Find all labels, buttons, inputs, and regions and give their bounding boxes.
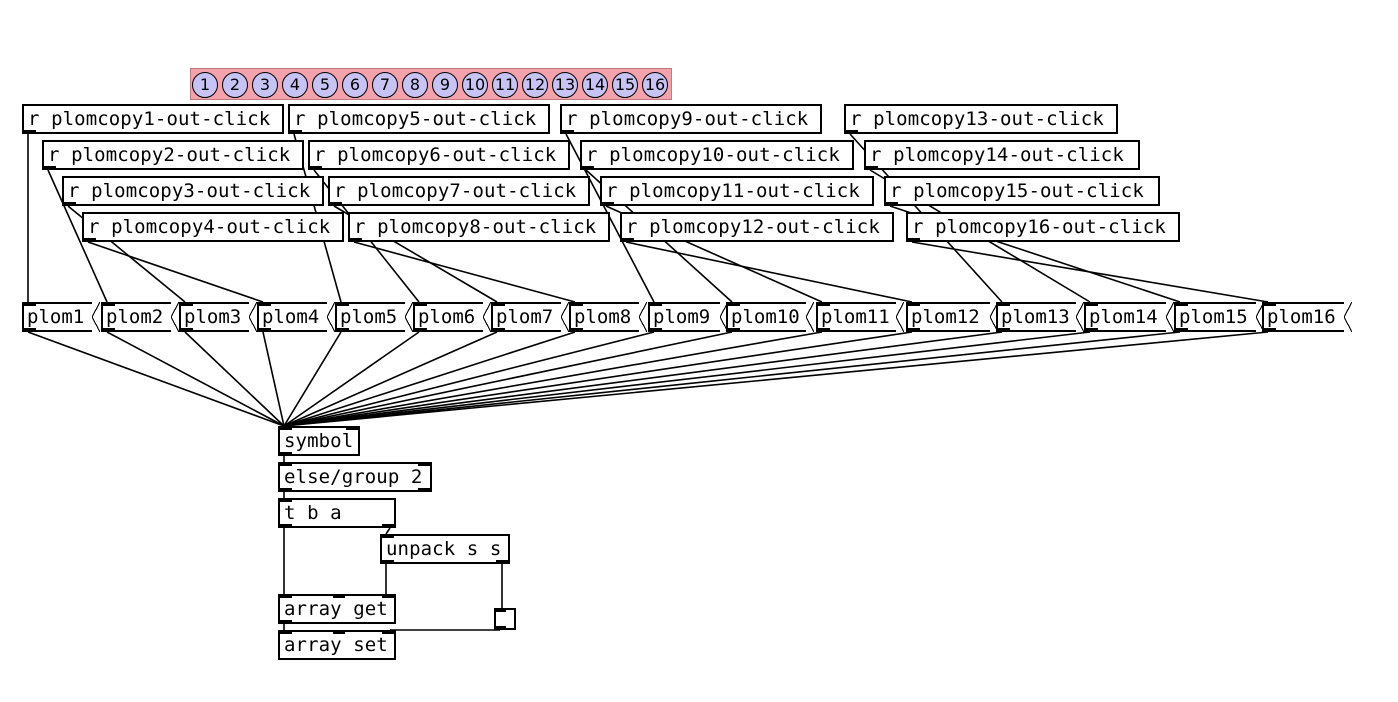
- group-object[interactable]: else/group 2: [278, 462, 432, 492]
- symbol-object-label: symbol: [284, 430, 354, 452]
- receive-object-label: r plomcopy6-out-click: [314, 144, 557, 166]
- radio-cell-6[interactable]: 6: [342, 72, 368, 98]
- array-set-object[interactable]: array set: [278, 630, 396, 660]
- trigger-object[interactable]: t b a: [278, 498, 396, 528]
- message-box-11[interactable]: plom11: [816, 302, 904, 332]
- message-box-3[interactable]: plom3: [179, 302, 257, 332]
- radio-cell-15[interactable]: 15: [612, 72, 638, 98]
- receive-object-label: r plomcopy16-out-click: [912, 216, 1166, 238]
- radio-cell-3[interactable]: 3: [252, 72, 278, 98]
- receive-object-2[interactable]: r plomcopy2-out-click: [42, 140, 304, 170]
- message-box-label: plom1: [27, 306, 85, 328]
- message-box-1[interactable]: plom1: [22, 302, 100, 332]
- receive-object-label: r plomcopy13-out-click: [850, 108, 1104, 130]
- radio-cell-14[interactable]: 14: [582, 72, 608, 98]
- radio-cell-11[interactable]: 11: [492, 72, 518, 98]
- array-get-object-label: array get: [284, 598, 388, 620]
- receive-object-11[interactable]: r plomcopy11-out-click: [600, 176, 874, 206]
- message-box-label: plom11: [821, 306, 890, 328]
- receive-object-14[interactable]: r plomcopy14-out-click: [864, 140, 1140, 170]
- receive-object-label: r plomcopy10-out-click: [586, 144, 840, 166]
- message-box-label: plom4: [262, 306, 320, 328]
- radio-cell-2[interactable]: 2: [222, 72, 248, 98]
- message-box-14[interactable]: plom14: [1084, 302, 1174, 332]
- message-box-7[interactable]: plom7: [491, 302, 569, 332]
- receive-object-label: r plomcopy2-out-click: [48, 144, 291, 166]
- message-box-10[interactable]: plom10: [726, 302, 814, 332]
- message-box-label: plom16: [1267, 306, 1336, 328]
- radio-cell-4[interactable]: 4: [282, 72, 308, 98]
- message-box-label: plom15: [1179, 306, 1248, 328]
- receive-object-label: r plomcopy9-out-click: [566, 108, 809, 130]
- receive-object-label: r plomcopy15-out-click: [890, 180, 1144, 202]
- receive-object-13[interactable]: r plomcopy13-out-click: [844, 104, 1118, 134]
- receive-object-label: r plomcopy1-out-click: [28, 108, 271, 130]
- message-box-label: plom5: [340, 306, 398, 328]
- message-box-6[interactable]: plom6: [413, 302, 491, 332]
- receive-object-label: r plomcopy14-out-click: [870, 144, 1124, 166]
- array-get-object[interactable]: array get: [278, 594, 396, 624]
- receive-object-6[interactable]: r plomcopy6-out-click: [308, 140, 570, 170]
- receive-object-label: r plomcopy8-out-click: [354, 216, 597, 238]
- receive-object-label: r plomcopy12-out-click: [626, 216, 880, 238]
- radio-cell-16[interactable]: 16: [642, 72, 668, 98]
- message-box-label: plom2: [106, 306, 164, 328]
- radio-cell-1[interactable]: 1: [192, 72, 218, 98]
- message-box-4[interactable]: plom4: [257, 302, 335, 332]
- radio-cell-13[interactable]: 13: [552, 72, 578, 98]
- receive-object-3[interactable]: r plomcopy3-out-click: [62, 176, 324, 206]
- receive-object-label: r plomcopy3-out-click: [68, 180, 311, 202]
- message-box-label: plom3: [184, 306, 242, 328]
- message-box-9[interactable]: plom9: [648, 302, 728, 332]
- receive-object-15[interactable]: r plomcopy15-out-click: [884, 176, 1160, 206]
- radio-cell-9[interactable]: 9: [432, 72, 458, 98]
- radio-cell-7[interactable]: 7: [372, 72, 398, 98]
- message-box-8[interactable]: plom8: [569, 302, 647, 332]
- receive-object-16[interactable]: r plomcopy16-out-click: [906, 212, 1180, 242]
- symbol-object[interactable]: symbol: [278, 426, 360, 456]
- receive-object-label: r plomcopy5-out-click: [294, 108, 537, 130]
- message-box-16[interactable]: plom16: [1262, 302, 1352, 332]
- message-box-15[interactable]: plom15: [1174, 302, 1264, 332]
- receive-object-1[interactable]: r plomcopy1-out-click: [22, 104, 284, 134]
- message-box-2[interactable]: plom2: [101, 302, 179, 332]
- message-box-label: plom12: [911, 306, 980, 328]
- message-box-label: plom8: [574, 306, 632, 328]
- message-box-label: plom14: [1089, 306, 1158, 328]
- receive-object-9[interactable]: r plomcopy9-out-click: [560, 104, 822, 134]
- receive-object-label: r plomcopy11-out-click: [606, 180, 860, 202]
- bang-button[interactable]: [494, 608, 516, 630]
- receive-object-4[interactable]: r plomcopy4-out-click: [82, 212, 344, 242]
- receive-object-8[interactable]: r plomcopy8-out-click: [348, 212, 610, 242]
- receive-object-label: r plomcopy4-out-click: [88, 216, 331, 238]
- receive-object-12[interactable]: r plomcopy12-out-click: [620, 212, 894, 242]
- receive-object-5[interactable]: r plomcopy5-out-click: [288, 104, 550, 134]
- radio-cell-12[interactable]: 12: [522, 72, 548, 98]
- receive-object-10[interactable]: r plomcopy10-out-click: [580, 140, 854, 170]
- message-box-label: plom6: [418, 306, 476, 328]
- message-box-label: plom7: [496, 306, 554, 328]
- message-box-label: plom10: [731, 306, 800, 328]
- message-box-13[interactable]: plom13: [996, 302, 1084, 332]
- radio-cell-5[interactable]: 5: [312, 72, 338, 98]
- unpack-object-label: unpack s s: [386, 538, 502, 560]
- message-box-12[interactable]: plom12: [906, 302, 998, 332]
- receive-object-7[interactable]: r plomcopy7-out-click: [328, 176, 590, 206]
- message-box-label: plom9: [653, 306, 711, 328]
- receive-object-label: r plomcopy7-out-click: [334, 180, 577, 202]
- array-set-object-label: array set: [284, 634, 388, 656]
- radio-cell-10[interactable]: 10: [462, 72, 488, 98]
- radio-cell-8[interactable]: 8: [402, 72, 428, 98]
- unpack-object[interactable]: unpack s s: [380, 534, 510, 564]
- message-box-label: plom13: [1001, 306, 1070, 328]
- trigger-object-label: t b a: [284, 502, 342, 524]
- message-box-5[interactable]: plom5: [335, 302, 413, 332]
- group-object-label: else/group 2: [284, 466, 423, 488]
